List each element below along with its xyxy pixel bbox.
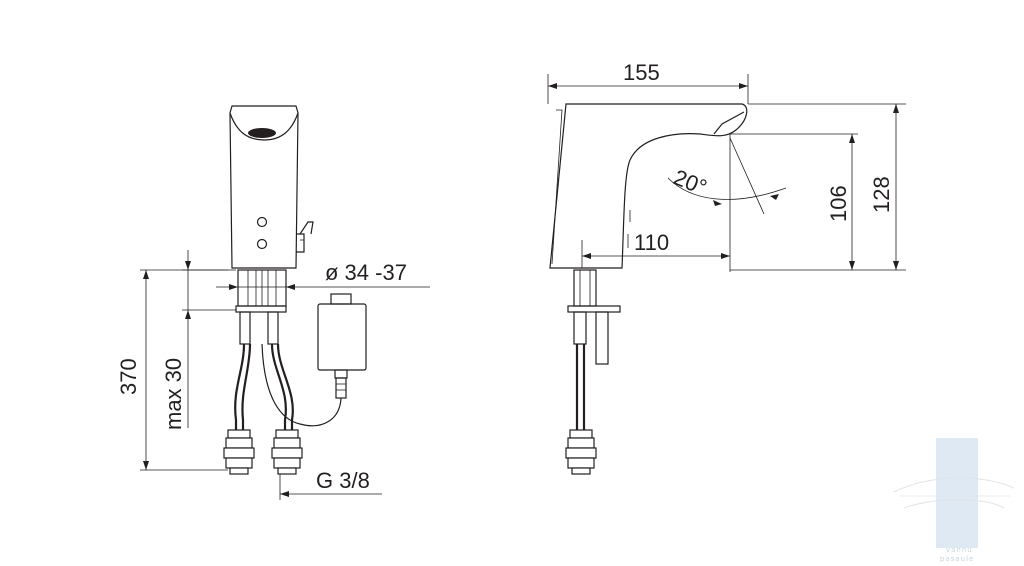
connector-right	[271, 429, 303, 475]
shank-rod-left	[239, 311, 251, 345]
shank-rod-right	[267, 311, 279, 345]
mounting-nut	[235, 305, 287, 313]
watermark-logo: vannu pasaule	[893, 438, 1015, 563]
dim-height-spout: 106	[826, 185, 851, 222]
dim-overall-height: 370	[116, 358, 141, 395]
sensor-upper	[256, 216, 268, 228]
front-view: 370 max 30 ø 34 -37 G 3/8	[116, 105, 430, 500]
side-view: 155 128 106 110 20°	[547, 60, 906, 475]
dim-max-thickness: max 30	[161, 358, 186, 430]
side-shank	[573, 269, 597, 307]
side-electronics-rod	[595, 311, 609, 365]
watermark-text-1: vannu	[946, 546, 973, 554]
connector-left	[223, 429, 255, 475]
sensor-lower	[256, 238, 268, 250]
sensor-cable	[261, 343, 342, 427]
dim-spout-reach: 110	[634, 230, 669, 255]
dim-angle: 20°	[670, 164, 710, 200]
dimension-lines-front	[140, 250, 430, 500]
hose-right	[270, 343, 287, 430]
dimension-lines-side	[547, 74, 906, 272]
spout-opening-curve	[229, 112, 299, 141]
dim-width: 155	[623, 60, 660, 85]
electronics-box	[317, 303, 367, 371]
faucet-body-side	[549, 103, 748, 269]
watermark-text-2: pasaule	[940, 555, 974, 563]
side-rod	[573, 311, 587, 345]
dim-height-total: 128	[869, 176, 894, 213]
dim-connection: G 3/8	[316, 468, 370, 493]
side-connector	[565, 429, 597, 475]
hose-left-inner	[241, 343, 252, 430]
electronics-box-top	[330, 293, 352, 305]
hose-left	[234, 343, 246, 430]
side-lever	[296, 221, 314, 253]
hose-right-inner	[276, 343, 294, 430]
dim-hole-diameter: ø 34 -37	[325, 260, 407, 285]
spout-outlet	[248, 128, 276, 138]
side-mounting-nut	[567, 305, 621, 313]
